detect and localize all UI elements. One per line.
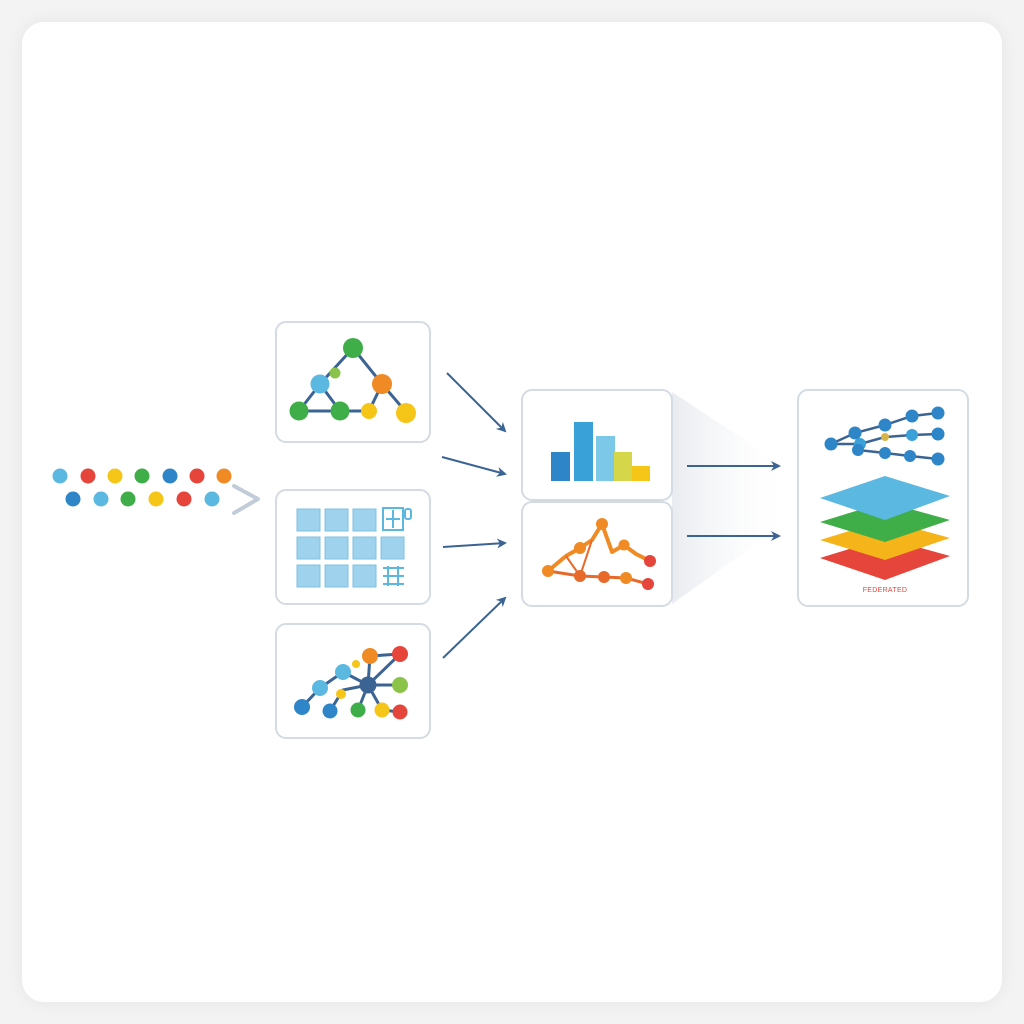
stack-layer-blue [820,476,950,520]
bar-mark [632,466,650,481]
line-point [644,555,656,567]
output-panel: FEDERATED [797,389,969,607]
network-node [878,418,892,432]
network-node [350,702,366,718]
stream-dot [204,491,220,507]
network-node [848,426,862,440]
network-node [335,664,351,680]
bar-mark [574,422,593,481]
stream-dot [134,468,150,484]
output-network-icon [824,406,945,466]
layer-stack-icon [820,476,950,580]
bar-chart-icon [551,422,650,481]
bar-panel [521,389,673,501]
network-node [904,450,916,462]
graph-node [310,374,330,394]
line-panel [521,501,673,607]
network-node [824,437,838,451]
line-point [574,542,586,554]
grid-panel [275,489,431,605]
stream-dot [107,468,123,484]
network-node [392,677,408,693]
line-point [620,572,632,584]
network-node [852,444,864,456]
graph-node [396,403,416,423]
bar-mark [596,436,615,481]
line-point [618,539,630,551]
network-node [879,447,891,459]
bar-mark [614,452,632,481]
network-node [322,703,338,719]
stack-layer-green [820,502,950,542]
graph-node [343,338,363,358]
network-node [362,648,378,664]
arrow-connector [442,596,507,659]
stream-dot [148,491,164,507]
arrow-connector [441,456,507,477]
network-node [294,699,310,715]
connector-arrows-right [687,461,781,541]
diagram-canvas: FEDERATED [22,22,1002,1002]
network-node [374,702,390,718]
arrow-connector [446,372,507,433]
pipeline-diagram: FEDERATED [52,321,969,739]
stream-dot [52,468,68,484]
graph-node [329,367,341,379]
stream-dot [189,468,205,484]
matrix-grid-icon [296,508,405,588]
network-node [931,452,945,466]
line-point [542,565,554,577]
stream-arrow-icon [214,484,260,515]
network-node [931,427,945,441]
projection-beam [672,392,790,604]
network-node [392,704,408,720]
graph-panel [275,321,431,443]
stream-dot [80,468,96,484]
stream-dot [120,491,136,507]
stream-dot [65,491,81,507]
arrow-connector [442,538,507,549]
stream-dot [216,468,232,484]
connector-arrows-left [441,372,507,659]
network-node [312,680,328,696]
graph-node [361,403,377,419]
bar-mark [551,452,570,481]
network-node [336,689,346,699]
stack-caption: FEDERATED [863,587,908,594]
network-node [905,409,919,423]
graph-node [289,401,309,421]
network-node [392,646,408,662]
network-node [881,433,889,441]
line-point [596,518,608,530]
network-panel [275,623,431,739]
line-point [598,571,610,583]
line-point [574,570,586,582]
line-chart-icon [542,518,656,590]
grid-glyph-icon [382,507,412,586]
network-node [359,676,377,694]
input-data-stream [52,468,260,515]
network-node [906,429,918,441]
stream-dot [176,491,192,507]
network-node [931,406,945,420]
stream-dot [162,468,178,484]
graph-node [330,401,350,421]
line-point [642,578,654,590]
stream-dot [93,491,109,507]
graph-node [372,374,392,394]
network-node [352,660,360,668]
